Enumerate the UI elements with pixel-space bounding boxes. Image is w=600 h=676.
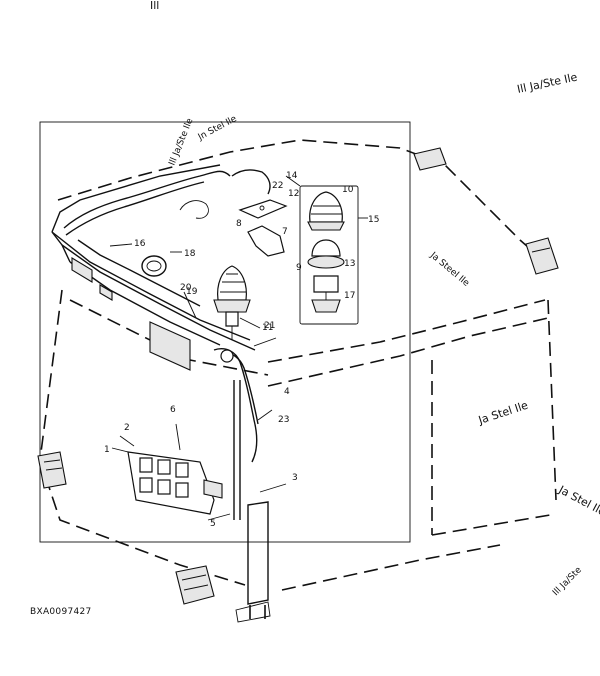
rotated-text-1: Jn Stel Ile <box>196 114 239 143</box>
cab-roof-outline <box>39 139 557 622</box>
callout-12: 12 <box>288 189 299 199</box>
left-work-light <box>37 451 67 489</box>
callout-11: 11 <box>262 323 273 333</box>
callout-7: 7 <box>282 227 288 237</box>
callout-10: 10 <box>342 185 354 195</box>
callout-3: 3 <box>292 473 298 483</box>
rotated-text-4: Ja Stel Ile <box>556 483 600 519</box>
cab-pillar <box>235 501 271 623</box>
rotated-text-5: Ill Ja/Ste <box>551 565 584 598</box>
wire-harness-pillar <box>213 348 259 520</box>
callout-21: 21 <box>264 321 275 331</box>
mounting-plate <box>238 175 301 257</box>
callout-18: 18 <box>184 249 196 259</box>
top-right-corner-text: Ill Ja/Ste Ile <box>516 70 579 95</box>
callout-17: 17 <box>344 291 355 301</box>
callout-22: 22 <box>272 181 283 191</box>
callout-8: 8 <box>236 219 242 229</box>
callout-9: 9 <box>296 263 302 273</box>
beacon-detail-box <box>299 185 359 325</box>
leader-lines <box>109 217 368 521</box>
callout-14: 14 <box>286 171 298 181</box>
callout-13: 13 <box>344 259 355 269</box>
wire-harness-upper <box>63 169 271 307</box>
callout-5: 5 <box>210 519 216 529</box>
callout-4: 4 <box>284 387 290 397</box>
front-header-beam <box>51 164 256 371</box>
callout-6: 6 <box>170 405 176 415</box>
rotated-text-6: Ill Ja/Ste Ile <box>168 117 196 168</box>
callout-23: 23 <box>278 415 289 425</box>
switch-panel <box>111 423 223 515</box>
callout-16: 16 <box>134 239 146 249</box>
rotated-text-2: Ja Steel Ile <box>427 250 471 289</box>
callout-1: 1 <box>104 445 110 455</box>
top-corner-text: Ill <box>150 0 159 12</box>
clip-ring <box>141 255 167 277</box>
top-right-clamp <box>413 147 447 171</box>
callout-19: 19 <box>186 287 198 297</box>
figure-reference-code: BXA0097427 <box>30 607 92 617</box>
callout-15: 15 <box>368 215 379 225</box>
rotated-text-3: Ja Stel Ile <box>476 399 530 428</box>
callout-20: 20 <box>180 283 192 293</box>
rear-work-light <box>175 565 215 605</box>
right-work-light <box>525 237 559 275</box>
callout-labels: 1 2 3 4 5 6 7 8 9 10 11 12 13 14 15 16 1… <box>104 171 379 529</box>
beacon-lamp <box>213 265 251 340</box>
detail-frame <box>39 121 411 543</box>
callout-2: 2 <box>124 423 130 433</box>
